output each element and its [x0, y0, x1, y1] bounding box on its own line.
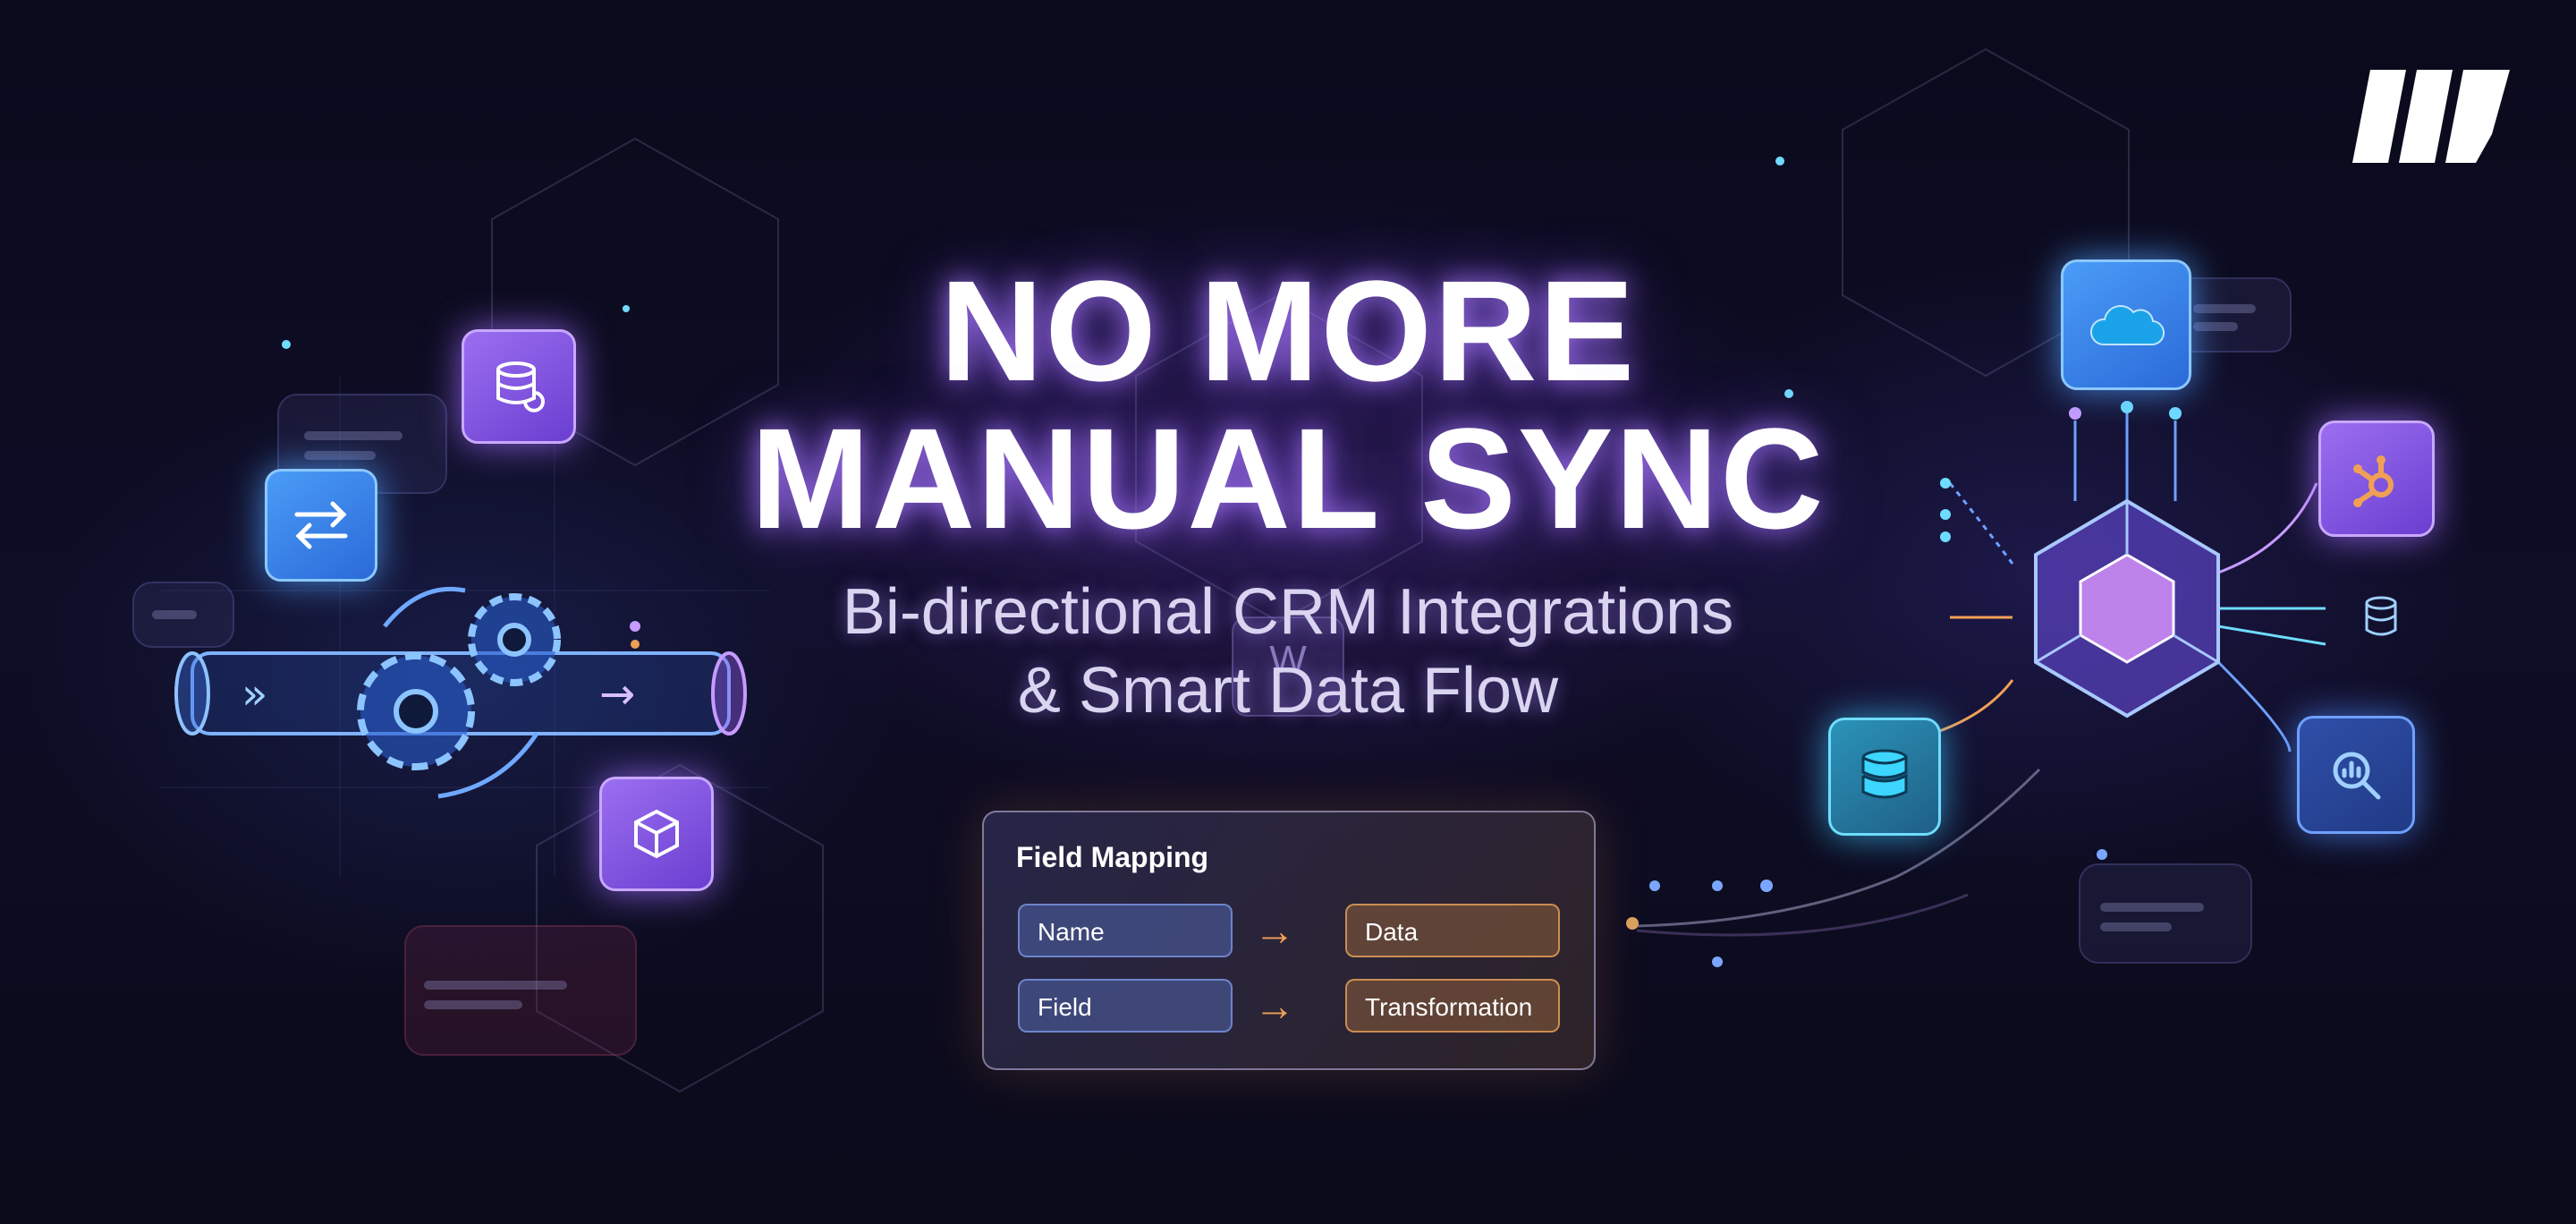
database-icon: [1828, 718, 1941, 836]
svg-text:»: »: [242, 669, 267, 719]
ghost-card: [404, 925, 637, 1056]
headline-line1: NO MORE: [939, 251, 1637, 411]
headline-line2: MANUAL SYNC: [750, 398, 1826, 558]
ghost-card: [2079, 863, 2252, 964]
box-package-icon: [599, 777, 714, 891]
mapping-source-name[interactable]: Name: [1018, 904, 1233, 957]
hubspot-icon: [2318, 421, 2435, 537]
mapping-arrow-icon: →: [1254, 907, 1295, 954]
subheadline-line2: & Smart Data Flow: [1017, 655, 1559, 727]
subheadline-line1: Bi-directional CRM Integrations: [842, 576, 1734, 648]
database-sync-icon: [462, 329, 576, 444]
field-mapping-title: Field Mapping: [1016, 841, 1209, 873]
mapping-target-transformation[interactable]: Transformation: [1345, 979, 1560, 1033]
mapping-arrow-icon: →: [1254, 982, 1295, 1029]
mapping-source-field[interactable]: Field: [1018, 979, 1233, 1033]
brand-logo-stripes-icon: [2352, 70, 2510, 163]
mapping-target-data[interactable]: Data: [1345, 904, 1560, 957]
stack-icon: [2361, 594, 2401, 641]
ghost-card: [132, 582, 234, 648]
analytics-search-icon: [2297, 716, 2415, 834]
ghost-card: [2174, 277, 2292, 353]
swap-arrows-icon: [265, 469, 377, 582]
salesforce-cloud-icon: [2061, 259, 2191, 390]
field-mapping-card: Field Mapping Name → Data Field → Transf…: [982, 811, 1596, 1070]
svg-text:W: W: [1269, 638, 1307, 682]
svg-text:→: →: [599, 669, 635, 719]
